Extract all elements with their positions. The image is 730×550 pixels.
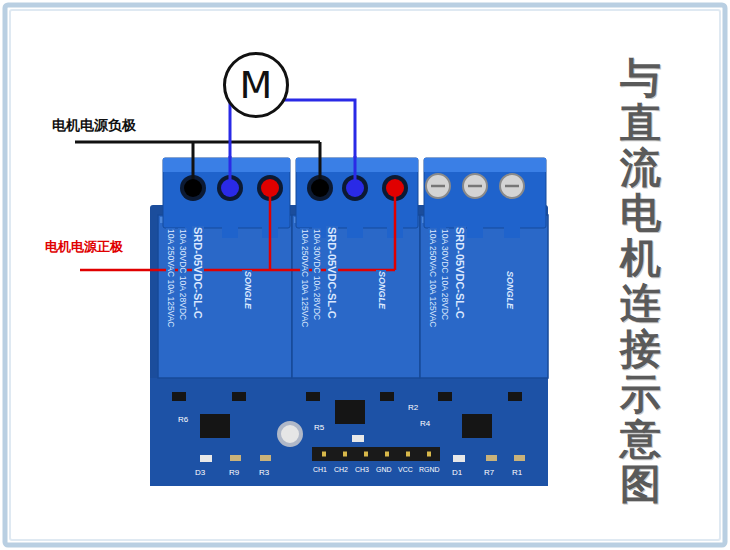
motor-symbol bbox=[225, 54, 288, 117]
pin-name: VCC bbox=[398, 466, 413, 474]
terminal-top bbox=[296, 158, 418, 172]
terminal-tab bbox=[222, 226, 238, 238]
relay-body bbox=[292, 215, 420, 378]
transistor bbox=[232, 392, 246, 401]
terminal-block bbox=[424, 158, 546, 228]
transistor bbox=[172, 392, 186, 401]
motor-wire bbox=[284, 100, 355, 158]
page-frame-inner bbox=[10, 10, 720, 540]
motor-wire-stub bbox=[230, 156, 355, 188]
wire-label: 电机电源正极 bbox=[45, 240, 123, 254]
optocoupler bbox=[200, 414, 230, 438]
mounting-hole bbox=[279, 423, 301, 445]
terminal-tab bbox=[467, 226, 483, 238]
resistor bbox=[230, 455, 241, 461]
wire-terminal bbox=[184, 179, 202, 197]
component-ref: R2 bbox=[408, 404, 418, 413]
positive-wire bbox=[80, 188, 395, 270]
optocoupler bbox=[335, 400, 365, 424]
transistor bbox=[508, 392, 522, 401]
resistor bbox=[260, 455, 271, 461]
page-frame bbox=[5, 5, 725, 545]
component-ref: R7 bbox=[484, 469, 494, 478]
resistor bbox=[486, 455, 497, 461]
component-ref: R1 bbox=[512, 469, 522, 478]
pin-name: RGND bbox=[419, 466, 440, 474]
relay-rating: 10A 30VDC 10A 28VDC bbox=[440, 228, 449, 321]
wire-terminal bbox=[311, 179, 329, 197]
relay-brand: SONGLE bbox=[376, 270, 386, 310]
motor-letter: M bbox=[240, 66, 273, 104]
component-ref: R4 bbox=[420, 420, 430, 429]
led bbox=[200, 455, 212, 462]
relay-model: SRD-05VDC-SL-C bbox=[192, 226, 204, 320]
component-ref: R3 bbox=[259, 469, 269, 478]
pin-name: CH2 bbox=[334, 466, 348, 474]
relay-body bbox=[158, 215, 292, 378]
header-pins bbox=[322, 452, 431, 457]
pin-name: CH1 bbox=[313, 466, 327, 474]
resistor bbox=[514, 455, 525, 461]
wire-terminal bbox=[386, 179, 404, 197]
terminal-top bbox=[424, 158, 546, 172]
component-ref: R5 bbox=[314, 424, 324, 433]
component-ref: R9 bbox=[229, 469, 239, 478]
wire-terminal bbox=[346, 179, 364, 197]
component-ref: R6 bbox=[178, 416, 188, 425]
pin-name: GND bbox=[376, 466, 392, 474]
relay-rating: 10A 250VAC 10A 125VAC bbox=[300, 228, 309, 328]
relay-brand: SONGLE bbox=[242, 270, 252, 310]
relay-module: 10A 250VAC 10A 125VAC10A 30VDC 10A 28VDC… bbox=[292, 158, 420, 378]
pcb-lower-area bbox=[150, 378, 548, 486]
wire-terminal bbox=[221, 179, 239, 197]
motor-wire bbox=[229, 103, 232, 158]
terminal-tab bbox=[504, 226, 520, 238]
motor-circle: M bbox=[223, 52, 289, 118]
relay-rating: 10A 30VDC 10A 28VDC bbox=[178, 228, 187, 321]
vertical-title: 与直流电机连接示意图 bbox=[620, 56, 661, 507]
optocoupler bbox=[462, 414, 492, 438]
screw-slot bbox=[431, 185, 519, 188]
terminal-top bbox=[163, 158, 290, 172]
terminal-block bbox=[296, 158, 418, 228]
component-ref: D1 bbox=[452, 469, 462, 478]
transistor bbox=[380, 392, 394, 401]
transistor bbox=[438, 392, 452, 401]
led bbox=[453, 455, 465, 462]
relay-rating: 10A 30VDC 10A 28VDC bbox=[312, 228, 321, 321]
pin-name: CH3 bbox=[355, 466, 369, 474]
transistor bbox=[306, 392, 320, 401]
relay-rating: 10A 250VAC 10A 125VAC bbox=[166, 228, 175, 328]
relay-brand: SONGLE bbox=[504, 270, 514, 310]
pin-header bbox=[312, 447, 440, 461]
relay-model: SRD-05VDC-SL-C bbox=[454, 226, 466, 320]
led bbox=[352, 435, 364, 442]
relay-model: SRD-05VDC-SL-C bbox=[326, 226, 338, 320]
terminal-tab bbox=[347, 226, 363, 238]
pcb-board bbox=[150, 205, 548, 486]
component-ref: D3 bbox=[195, 469, 205, 478]
relay-module: 10A 250VAC 10A 125VAC10A 30VDC 10A 28VDC… bbox=[158, 158, 292, 378]
wire-label: 电机电源负极 bbox=[52, 118, 136, 133]
relay-rating: 10A 250VAC 10A 125VAC bbox=[428, 228, 437, 328]
wire-terminal bbox=[261, 179, 279, 197]
relay-body bbox=[420, 215, 548, 378]
relay-module: 10A 250VAC 10A 125VAC10A 30VDC 10A 28VDC… bbox=[420, 158, 548, 378]
